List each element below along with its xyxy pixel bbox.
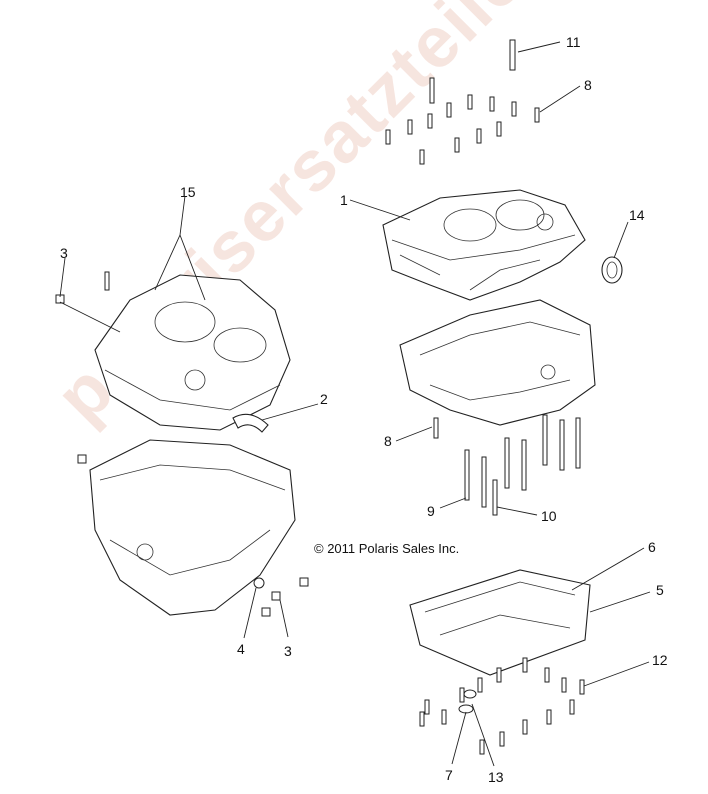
bearing-shell [232,413,269,433]
callout-8-mid: 8 [384,433,392,449]
leader-lines [59,41,651,767]
crankcase-lower-left [89,439,296,616]
callout-8-top: 8 [584,77,592,93]
oil-pan [409,569,591,676]
callout-12: 12 [652,652,668,668]
callout-10: 10 [541,508,557,524]
callout-2: 2 [320,391,328,407]
crankcase-lower-right [399,299,596,426]
callout-3-left: 3 [60,245,68,261]
copyright-text: © 2011 Polaris Sales Inc. [314,541,460,556]
bolt-group [55,39,585,755]
callout-13: 13 [488,769,504,785]
callout-15: 15 [180,184,196,200]
callout-4: 4 [237,641,245,657]
callout-3-bottom: 3 [284,643,292,659]
callout-5: 5 [656,582,664,598]
crankcase-upper-left [94,274,291,431]
callout-14: 14 [629,207,645,223]
callout-9: 9 [427,503,435,519]
callout-6: 6 [648,539,656,555]
crankcase-upper-right [382,189,586,301]
callout-11: 11 [566,34,581,50]
callout-7: 7 [445,767,453,783]
callout-1: 1 [340,192,348,208]
oil-seal [601,256,623,284]
